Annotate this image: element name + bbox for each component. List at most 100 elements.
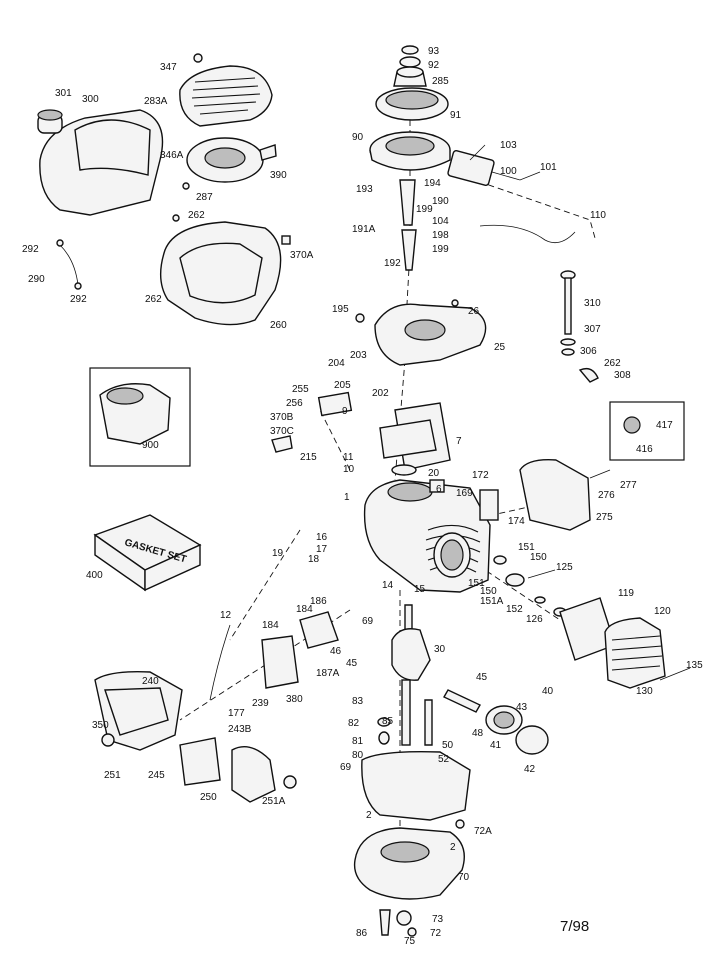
callout-label: 46 [330, 646, 342, 657]
callout-label: 203 [350, 350, 367, 361]
callout-label: 101 [540, 162, 557, 173]
callout-label: 262 [188, 210, 205, 221]
callout-label: 85 [382, 716, 394, 727]
callout-label: 205 [334, 380, 351, 391]
callout-label: 292 [70, 294, 87, 305]
callout-label: 16 [316, 532, 328, 543]
callout-label: 25 [494, 342, 506, 353]
callout-label: 300 [82, 94, 99, 105]
callout-label: 150 [530, 552, 547, 563]
callout-label: 12 [220, 610, 232, 621]
callout-label: 193 [356, 184, 373, 195]
callout-label: 19 [272, 548, 284, 559]
callout-label: 308 [614, 370, 631, 381]
callout-label: 73 [432, 914, 444, 925]
callout-label: 276 [598, 490, 615, 501]
callout-label: 199 [432, 244, 449, 255]
callout-label: 191A [352, 224, 376, 235]
callout-label: 48 [472, 728, 484, 739]
callout-label: 195 [332, 304, 349, 315]
callout-label: 70 [458, 872, 470, 883]
callout-label: 417 [656, 420, 673, 431]
callout-label: 174 [508, 516, 525, 527]
callout-label: 17 [316, 544, 328, 555]
callout-label: 251A [262, 796, 286, 807]
callout-label: 20 [428, 468, 440, 479]
callout-label: 177 [228, 708, 245, 719]
callout-label: 202 [372, 388, 389, 399]
callout-label: 370A [290, 250, 314, 261]
breather-cover-group [271, 391, 451, 471]
callout-label: 45 [346, 658, 358, 669]
callout-label: 152 [506, 604, 523, 615]
callout-label: 255 [292, 384, 309, 395]
callout-label: 301 [55, 88, 72, 99]
callout-label: 283A [144, 96, 168, 107]
callout-label: 400 [86, 570, 103, 581]
callout-label: 184 [262, 620, 279, 631]
callout-label: 80 [352, 750, 364, 761]
callout-label: 347 [160, 62, 177, 73]
callout-label: 370B [270, 412, 294, 423]
callout-label: 256 [286, 398, 303, 409]
callout-label: 14 [382, 580, 394, 591]
callout-label: 215 [300, 452, 317, 463]
callout-label: 75 [404, 936, 416, 947]
blower-housing [56, 214, 291, 326]
callout-label: 11 [343, 452, 354, 463]
callout-label: 251 [104, 770, 121, 781]
callout-label: 151 [518, 542, 535, 553]
sump-base [353, 751, 471, 937]
gasket-set-box: GASKET SET [93, 514, 202, 592]
blower-plate-group [355, 179, 487, 366]
callout-label: 69 [340, 762, 352, 773]
dipstick-group [560, 270, 599, 383]
callout-label: 125 [556, 562, 573, 573]
callout-label: 30 [434, 644, 446, 655]
callout-label: 380 [286, 694, 303, 705]
callout-label: 151 [468, 578, 485, 589]
callout-label: 72A [474, 826, 492, 837]
callout-label: 42 [524, 764, 536, 775]
crank-piston-group [377, 604, 549, 755]
callout-label: 86 [356, 928, 368, 939]
callout-label: 120 [654, 606, 671, 617]
callout-label: 7 [456, 436, 462, 447]
callout-label: 82 [348, 718, 360, 729]
callout-label: 275 [596, 512, 613, 523]
callout-label: 245 [148, 770, 165, 781]
callout-label: 10 [343, 464, 355, 475]
callout-label: 104 [432, 216, 449, 227]
callout-label: 43 [516, 702, 528, 713]
callout-label: 190 [432, 196, 449, 207]
callout-label: 2 [450, 842, 456, 853]
cylinder-head [559, 597, 691, 689]
callout-label: 260 [270, 320, 287, 331]
callout-label: 45 [476, 672, 488, 683]
callout-label: 390 [270, 170, 287, 181]
callout-label: 83 [352, 696, 364, 707]
callout-label: 103 [500, 140, 517, 151]
callout-label: 90 [352, 132, 364, 143]
callout-label: 150 [480, 586, 497, 597]
shroud-fuel-tank-group [37, 53, 277, 216]
callout-label: 72 [430, 928, 442, 939]
callout-label: 110 [590, 210, 606, 221]
callout-label: 350 [92, 720, 109, 731]
starter-flywheel-group [369, 45, 576, 244]
callout-label: 135 [686, 660, 703, 671]
callout-label: 187A [316, 668, 340, 679]
callout-label: 239 [252, 698, 269, 709]
callout-label: 184 [296, 604, 313, 615]
callout-label: 370C [270, 426, 294, 437]
callout-label: 240 [142, 676, 159, 687]
callout-label: 52 [438, 754, 450, 765]
callout-label: 172 [472, 470, 489, 481]
callout-label: 151A [480, 596, 504, 607]
callout-label: 50 [442, 740, 454, 751]
callout-label: 81 [352, 736, 364, 747]
callout-label: 192 [384, 258, 401, 269]
callout-label: 9 [342, 406, 348, 417]
callout-label: 119 [618, 588, 634, 599]
